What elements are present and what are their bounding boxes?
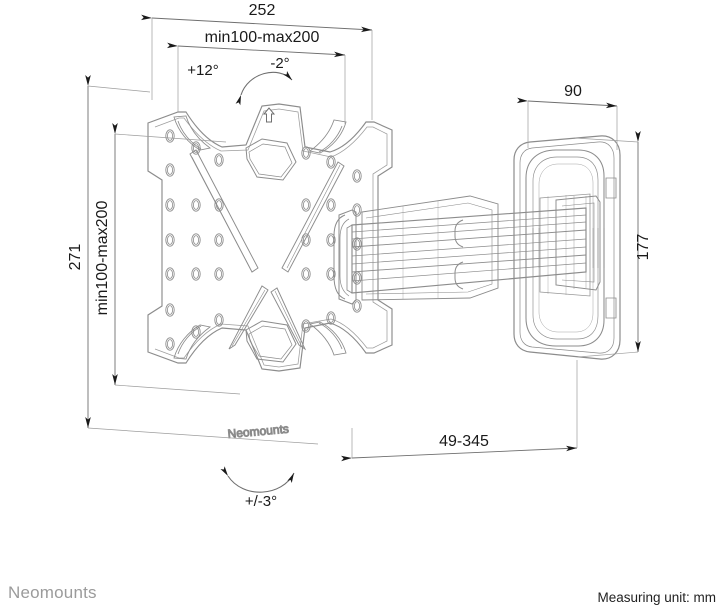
dimension-top-overall: 252 [140, 2, 373, 120]
wall-plate-inner-bracket [525, 149, 605, 347]
dimension-top-overall-label: 252 [249, 2, 276, 19]
footer-brand-logo: Neomounts [8, 583, 97, 602]
dimension-bottom-extension: 49-345 [340, 360, 578, 462]
wall-plate-rotation-block [539, 193, 591, 297]
up-arrow-icon [262, 107, 276, 123]
arm-assembly [333, 195, 601, 305]
dimension-top-vesa-range-label: min100-max200 [205, 29, 320, 46]
dimension-right-depth: 90 [516, 83, 618, 150]
tilt-up-label: +12° [187, 62, 218, 79]
dimension-top-vesa-range: min100-max200 [166, 29, 346, 124]
vesa-plate-outline [147, 103, 393, 372]
dimension-left-overall-label: 271 [67, 244, 84, 271]
plate-joint-bracket [333, 209, 357, 305]
tilt-down-label: -2° [270, 55, 289, 72]
dimension-left-overall: 271 [67, 75, 319, 445]
dimension-right-depth-label: 90 [564, 83, 582, 100]
wall-plate-side-tabs [605, 177, 617, 319]
vesa-slots [189, 149, 345, 351]
arm-wall-knuckle [555, 195, 601, 291]
tilt-arc-icon: +12° -2° [187, 55, 293, 106]
arm-extrusion-tube [346, 207, 587, 294]
dimension-right-height: 177 [574, 131, 652, 358]
rotation-angle-label: +/-3° [245, 493, 277, 510]
rotation-arc-icon: +/-3° [220, 466, 295, 510]
plate-logo-text: Neomounts [227, 422, 289, 441]
arm-outer-housing [361, 195, 499, 301]
vesa-hex-cutouts [245, 138, 297, 363]
dimension-left-vesa-range-label: min100-max200 [94, 201, 111, 316]
wall-plate-assembly [513, 135, 621, 360]
measuring-unit-note: Measuring unit: mm [597, 590, 716, 605]
dimension-left-vesa-range: min100-max200 [94, 123, 241, 395]
dimension-bottom-extension-label: 49-345 [439, 433, 489, 450]
vesa-plate-assembly: Neomounts [147, 103, 393, 441]
dimension-right-height-label: 177 [635, 234, 652, 261]
